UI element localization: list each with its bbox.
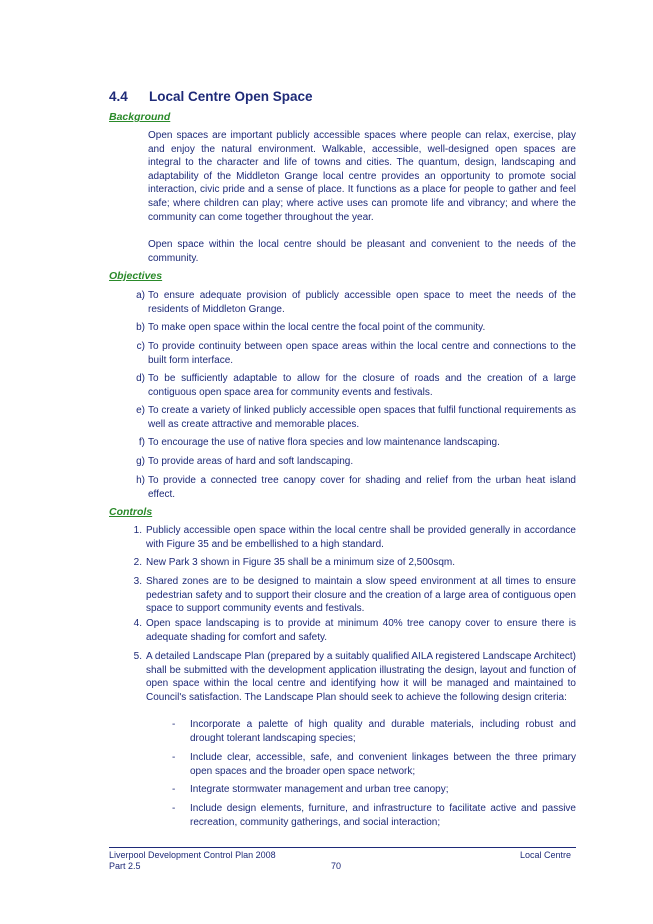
list-marker: a) xyxy=(136,290,145,301)
footer-part: Part 2.5 xyxy=(109,861,141,871)
criteria-item-3: - Integrate stormwater management and ur… xyxy=(172,783,576,797)
dash-marker: - xyxy=(172,803,176,814)
objective-item-c: c) To provide continuity between open sp… xyxy=(109,340,576,367)
dash-marker: - xyxy=(172,752,176,763)
footer-left: Liverpool Development Control Plan 2008 … xyxy=(109,850,276,872)
control-item-4: 4. Open space landscaping is to provide … xyxy=(109,617,576,644)
list-marker: h) xyxy=(136,475,145,486)
list-marker: e) xyxy=(136,405,145,416)
footer-right: Local Centre xyxy=(520,850,572,860)
control-text: Publicly accessible open space within th… xyxy=(146,525,576,550)
list-marker: c) xyxy=(136,341,145,352)
control-text: Open space landscaping is to provide at … xyxy=(146,618,576,643)
objective-item-d: d) To be sufficiently adaptable to allow… xyxy=(109,372,576,399)
criteria-text: Include clear, accessible, safe, and con… xyxy=(190,752,576,777)
objectives-heading: Objectives xyxy=(109,270,163,282)
criteria-text: Incorporate a palette of high quality an… xyxy=(190,719,576,744)
list-marker: d) xyxy=(136,373,145,384)
objective-text: To ensure adequate provision of publicly… xyxy=(148,290,576,315)
section-heading: 4.4 Local Centre Open Space xyxy=(109,90,313,104)
background-heading: Background xyxy=(109,111,171,123)
section-number: 4.4 xyxy=(109,89,128,104)
list-marker: f) xyxy=(138,437,145,448)
control-text: Shared zones are to be designed to maint… xyxy=(146,576,576,615)
controls-heading: Controls xyxy=(109,506,153,518)
background-paragraph-1: Open spaces are important publicly acces… xyxy=(148,130,576,223)
footer-divider xyxy=(109,847,576,848)
background-paragraph-2: Open space within the local centre shoul… xyxy=(148,239,576,264)
control-text: New Park 3 shown in Figure 35 shall be a… xyxy=(146,557,456,568)
list-marker: 2. xyxy=(133,557,142,568)
objective-text: To provide areas of hard and soft landsc… xyxy=(148,456,354,467)
control-item-3: 3. Shared zones are to be designed to ma… xyxy=(109,575,576,616)
criteria-item-1: - Incorporate a palette of high quality … xyxy=(172,718,576,745)
list-marker: 5. xyxy=(133,651,142,662)
objective-item-a: a) To ensure adequate provision of publi… xyxy=(109,289,576,316)
criteria-text: Integrate stormwater management and urba… xyxy=(190,784,449,795)
objective-item-b: b) To make open space within the local c… xyxy=(109,321,576,335)
list-marker: 4. xyxy=(133,618,142,629)
criteria-text: Include design elements, furniture, and … xyxy=(190,803,576,828)
list-marker: 3. xyxy=(133,576,142,587)
section-title: Local Centre Open Space xyxy=(149,89,313,104)
control-text: A detailed Landscape Plan (prepared by a… xyxy=(146,651,576,703)
footer-document-title: Liverpool Development Control Plan 2008 xyxy=(109,850,276,860)
criteria-item-2: - Include clear, accessible, safe, and c… xyxy=(172,751,576,778)
objective-text: To provide continuity between open space… xyxy=(148,341,576,366)
list-marker: g) xyxy=(136,456,145,467)
control-item-5: 5. A detailed Landscape Plan (prepared b… xyxy=(109,650,576,704)
objective-text: To be sufficiently adaptable to allow fo… xyxy=(148,373,576,398)
objective-text: To provide a connected tree canopy cover… xyxy=(148,475,576,500)
objective-text: To encourage the use of native flora spe… xyxy=(148,437,500,448)
objective-item-h: h) To provide a connected tree canopy co… xyxy=(109,474,576,501)
objective-item-f: f) To encourage the use of native flora … xyxy=(109,436,576,450)
objective-text: To make open space within the local cent… xyxy=(148,322,486,333)
list-marker: 1. xyxy=(133,525,142,536)
objective-text: To create a variety of linked publicly a… xyxy=(148,405,576,430)
criteria-item-4: - Include design elements, furniture, an… xyxy=(172,802,576,829)
control-item-2: 2. New Park 3 shown in Figure 35 shall b… xyxy=(109,556,576,570)
control-item-1: 1. Publicly accessible open space within… xyxy=(109,524,576,551)
dash-marker: - xyxy=(172,784,176,795)
list-marker: b) xyxy=(136,322,145,333)
objective-item-g: g) To provide areas of hard and soft lan… xyxy=(109,455,576,469)
page-number: 70 xyxy=(331,861,342,871)
objective-item-e: e) To create a variety of linked publicl… xyxy=(109,404,576,431)
dash-marker: - xyxy=(172,719,176,730)
